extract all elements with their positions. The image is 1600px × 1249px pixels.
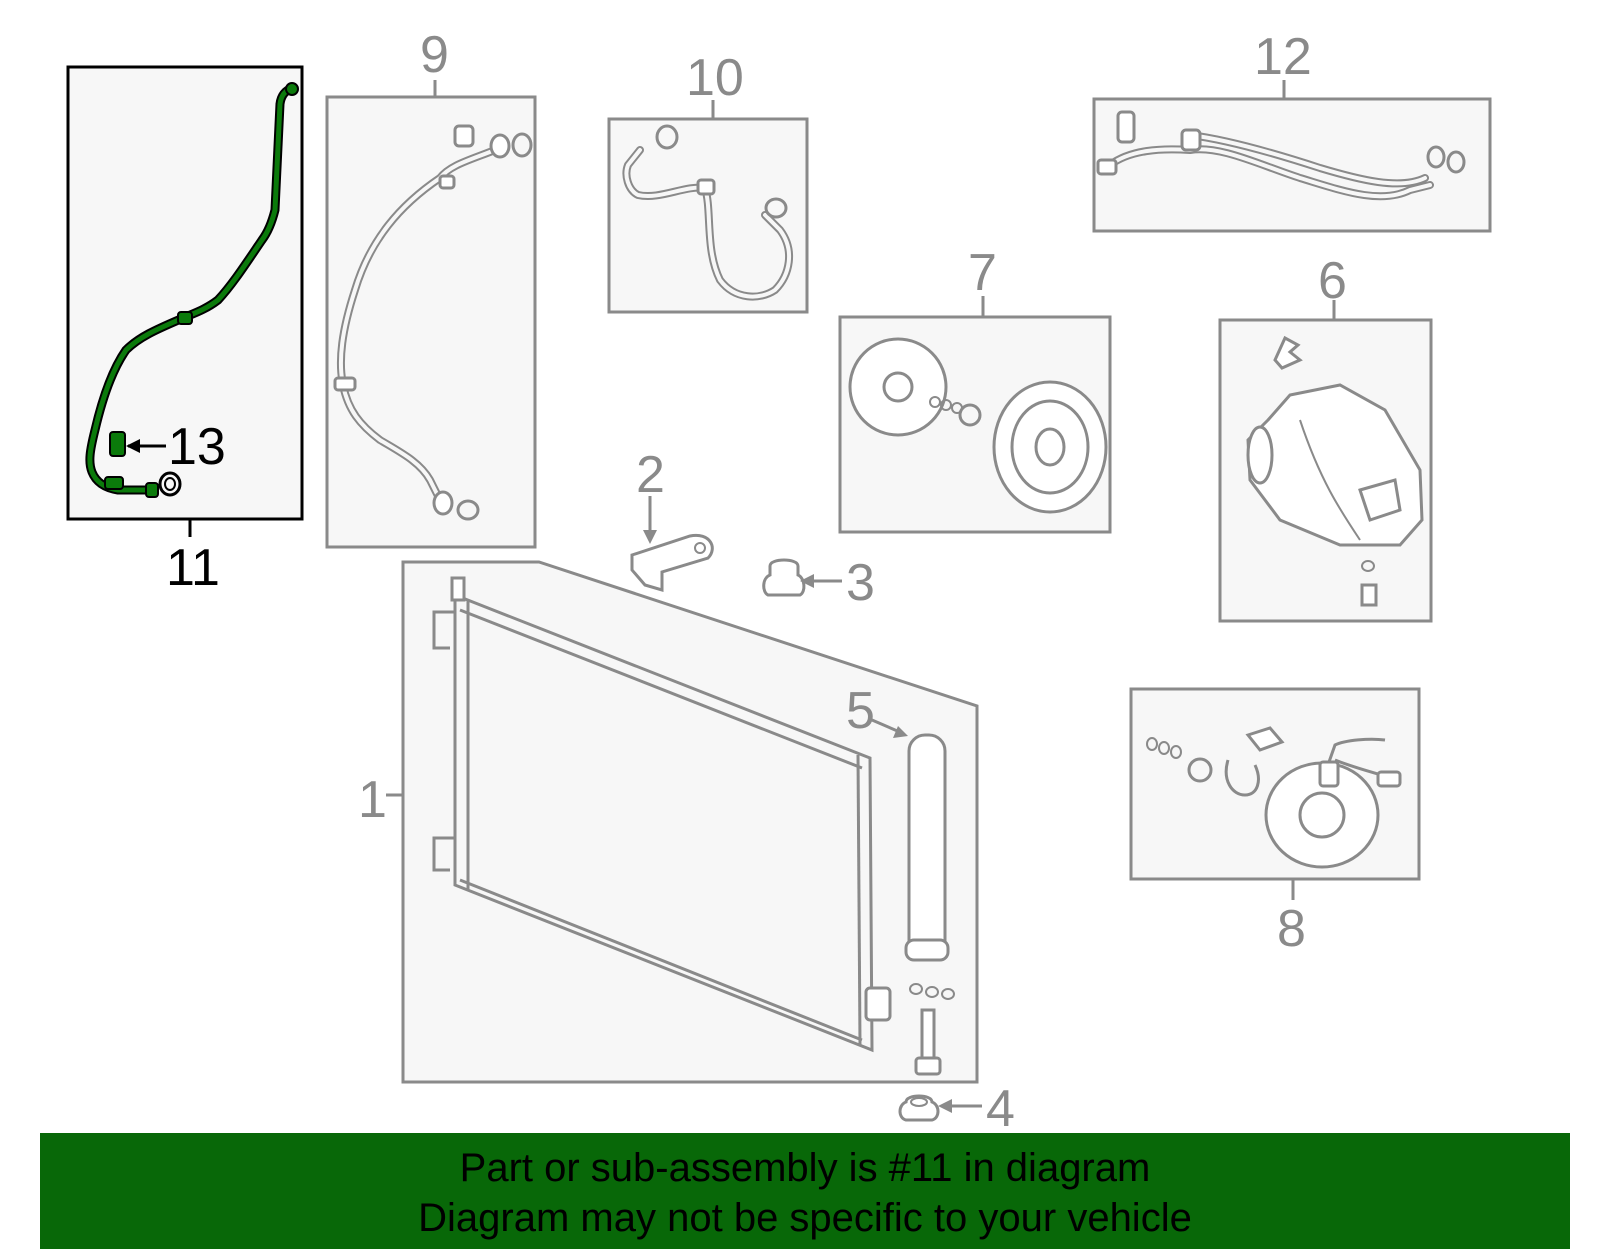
callout-12: 12: [1254, 28, 1312, 86]
part-3[interactable]: [762, 558, 842, 597]
callout-2: 2: [636, 446, 665, 504]
panel-8[interactable]: [1129, 687, 1421, 900]
callout-11: 11: [166, 539, 220, 597]
callout-1: 1: [358, 771, 387, 829]
panel-12[interactable]: [1092, 80, 1492, 233]
callout-9: 9: [420, 26, 449, 84]
banner-line-1: Part or sub-assembly is #11 in diagram: [459, 1146, 1151, 1190]
part-2[interactable]: [630, 496, 714, 593]
panel-6[interactable]: [1218, 300, 1433, 623]
callout-4: 4: [986, 1080, 1015, 1138]
callout-7: 7: [968, 244, 997, 302]
part-4[interactable]: [898, 1094, 982, 1122]
panel-1[interactable]: [386, 560, 979, 1084]
panel-7[interactable]: [838, 296, 1112, 534]
callout-6: 6: [1318, 252, 1347, 310]
callout-5: 5: [846, 682, 875, 740]
banner-line-2: Diagram may not be specific to your vehi…: [418, 1196, 1192, 1240]
callout-13: 13: [168, 418, 226, 476]
callout-8: 8: [1277, 900, 1306, 958]
callout-10: 10: [686, 49, 744, 107]
panel-11[interactable]: [66, 65, 304, 537]
callout-3: 3: [846, 554, 875, 612]
panel-9[interactable]: [325, 80, 537, 549]
panel-10[interactable]: [607, 100, 809, 314]
info-banner: Part or sub-assembly is #11 in diagram D…: [40, 1133, 1570, 1249]
